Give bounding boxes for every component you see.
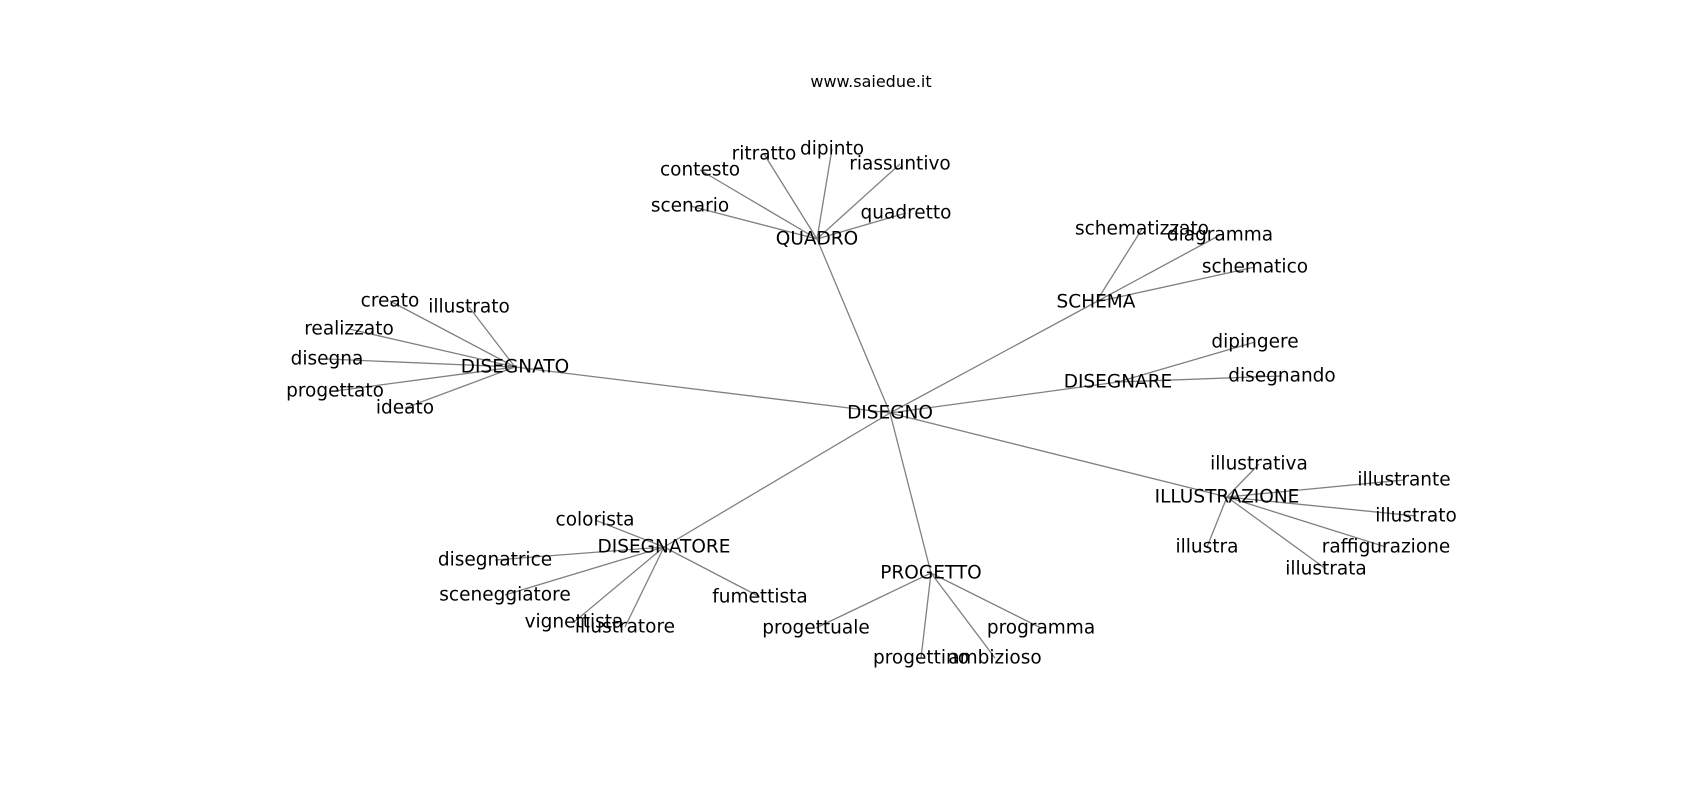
edge-illustrazione-illustrante <box>1226 479 1405 498</box>
edge-disegnato-ideato <box>404 366 516 409</box>
leaf-node-riassuntivo: riassuntivo <box>849 154 950 175</box>
edge-quadro-contesto <box>699 169 818 240</box>
edge-schema-schematizzato <box>1095 228 1143 303</box>
hub-node-disegnare: DISEGNARE <box>1064 372 1173 393</box>
hub-node-illustrazione: ILLUSTRAZIONE <box>1155 487 1300 508</box>
leaf-node-vignettista: vignettista <box>525 612 624 633</box>
leaf-node-quadretto: quadretto <box>861 203 952 224</box>
leaf-node-schematico: schematico <box>1202 257 1308 278</box>
edge-disegno-illustrazione <box>889 412 1228 498</box>
leaf-node-contesto: contesto <box>660 160 740 181</box>
leaf-node-fumettista: fumettista <box>712 587 808 608</box>
site-label: www.saiedue.it <box>810 72 932 91</box>
leaf-node-dipinto: dipinto <box>800 139 864 160</box>
leaf-node-schematizzato: schematizzato <box>1075 219 1209 240</box>
leaf-node-programma: programma <box>987 618 1095 639</box>
leaf-node-realizzato: realizzato <box>304 319 394 340</box>
edge-disegnato-progettato <box>334 366 516 392</box>
edge-quadro-riassuntivo <box>816 163 901 240</box>
edge-disegno-disegnatore <box>663 412 891 548</box>
edge-schema-schematico <box>1095 266 1256 303</box>
edge-quadro-scenario <box>689 205 818 240</box>
edge-disegno-schema <box>889 301 1097 414</box>
leaf-node-illustrativa: illustrativa <box>1210 454 1308 475</box>
leaf-node-diagramma: diagramma <box>1167 225 1273 246</box>
edge-quadro-quadretto <box>816 212 907 240</box>
leaf-node-ideato: ideato <box>376 398 434 419</box>
leaf-node-progettuale: progettuale <box>762 618 869 639</box>
leaf-node-illustra: illustra <box>1176 537 1239 558</box>
edge-progetto-progettino <box>920 572 932 659</box>
leaf-node-disegna: disegna <box>291 349 364 370</box>
edge-disegnatore-sceneggiatore <box>504 546 665 596</box>
edge-illustrazione-illustrato <box>1226 496 1417 517</box>
leaf-node-disegnatrice: disegnatrice <box>438 550 552 571</box>
leaf-node-scenario: scenario <box>651 196 729 217</box>
edge-disegnare-disegnando <box>1117 375 1283 383</box>
edge-disegnare-dipingere <box>1117 341 1256 383</box>
leaf-node-illustrata: illustrata <box>1285 559 1367 580</box>
edge-disegno-disegnato <box>514 366 891 414</box>
edge-progetto-programma <box>930 572 1042 629</box>
hub-node-schema: SCHEMA <box>1057 292 1136 313</box>
hub-node-disegnatore: DISEGNATORE <box>598 537 731 558</box>
hub-node-disegnato: DISEGNATO <box>461 357 569 378</box>
leaf-node-ritratto: ritratto <box>732 144 797 165</box>
edge-illustrazione-illustra <box>1206 496 1228 548</box>
edge-illustrazione-illustrativa <box>1226 463 1260 498</box>
edge-progetto-progettuale <box>815 572 932 629</box>
edge-disegnato-disegna <box>326 358 516 368</box>
leaf-node-illustrante: illustrante <box>1357 470 1450 491</box>
leaf-node-progettato: progettato <box>286 381 384 402</box>
leaf-node-ambizioso: ambizioso <box>948 648 1041 669</box>
edge-disegnato-creato <box>389 300 516 368</box>
edge-disegnatore-vignettista <box>573 546 665 623</box>
center-node-disegno: DISEGNO <box>847 403 933 424</box>
leaf-node-illustrato: illustrato <box>428 297 510 318</box>
leaf-node-disegnando: disegnando <box>1228 366 1336 387</box>
edge-illustrazione-raffigurazione <box>1226 496 1387 548</box>
edge-progetto-ambizioso <box>930 572 996 659</box>
edges-layer <box>326 148 1417 659</box>
leaf-node-illustrato: illustrato <box>1375 506 1457 527</box>
leaf-node-illustratore: illustratore <box>575 617 675 638</box>
edge-schema-diagramma <box>1095 234 1221 303</box>
edge-disegnatore-colorista <box>594 519 665 548</box>
edge-disegnatore-illustratore <box>624 546 665 628</box>
edge-disegno-quadro <box>816 238 891 414</box>
edge-disegno-disegnare <box>889 381 1119 414</box>
edge-disegnatore-fumettista <box>663 546 761 598</box>
edge-disegnato-illustrato <box>468 306 516 368</box>
leaf-node-raffigurazione: raffigurazione <box>1322 537 1451 558</box>
hub-node-progetto: PROGETTO <box>880 563 981 584</box>
leaf-node-dipingere: dipingere <box>1211 332 1298 353</box>
edge-quadro-dipinto <box>816 148 833 240</box>
hub-node-quadro: QUADRO <box>776 229 858 250</box>
leaf-node-progettino: progettino <box>873 648 969 669</box>
edge-disegnatore-disegnatrice <box>494 546 665 561</box>
edge-illustrazione-illustrata <box>1226 496 1327 570</box>
edge-quadro-ritratto <box>763 153 818 240</box>
leaf-node-sceneggiatore: sceneggiatore <box>439 585 570 606</box>
edge-disegnato-realizzato <box>348 328 516 368</box>
leaf-node-colorista: colorista <box>556 510 635 531</box>
leaf-node-creato: creato <box>361 291 420 312</box>
edge-disegno-progetto <box>889 412 932 574</box>
